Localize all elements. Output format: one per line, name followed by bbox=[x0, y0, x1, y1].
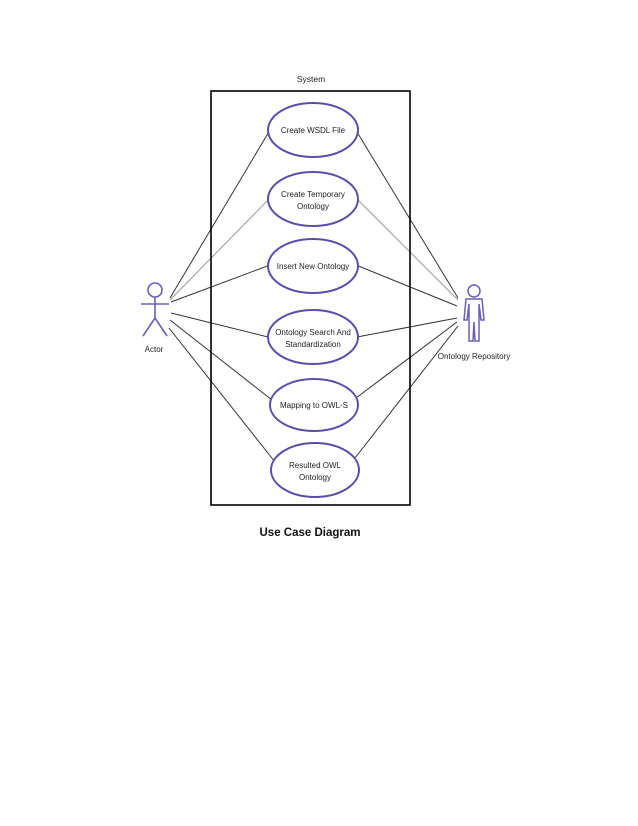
use-case-label-line-1: Ontology Search And bbox=[275, 328, 351, 337]
use-case-ellipse bbox=[270, 442, 360, 498]
association-repo-uc4 bbox=[356, 317, 458, 338]
use-case-ellipse bbox=[267, 102, 359, 158]
use-case-label-line-1: Create Temporary bbox=[281, 190, 345, 199]
ontology-repository-person-icon bbox=[463, 284, 485, 342]
association-repo-uc3 bbox=[355, 264, 458, 307]
use-case-label-line-2: Ontology bbox=[297, 202, 329, 211]
association-actor-uc6 bbox=[168, 327, 276, 463]
association-actor-uc3 bbox=[170, 264, 271, 303]
associations bbox=[168, 129, 459, 463]
diagram-caption: Use Case Diagram bbox=[259, 527, 361, 539]
use-case-ellipse bbox=[267, 238, 359, 294]
association-actor-uc2 bbox=[169, 199, 269, 301]
association-actor-uc4 bbox=[170, 312, 269, 338]
association-repo-uc5 bbox=[355, 321, 458, 399]
use-case-label: Insert New Ontology bbox=[277, 262, 349, 271]
use-cases: Create WSDL File Create Temporary Ontolo… bbox=[267, 102, 360, 498]
association-repo-uc2 bbox=[357, 199, 459, 301]
use-case-label-line-1: Resulted OWL bbox=[289, 461, 342, 470]
use-case-mapping-to-owl-s[interactable]: Mapping to OWL-S bbox=[269, 378, 359, 432]
system-label: System bbox=[297, 74, 325, 84]
use-case-ellipse bbox=[267, 171, 359, 227]
use-case-label-line-2: Ontology bbox=[299, 473, 331, 482]
association-repo-uc6 bbox=[354, 325, 459, 459]
use-case-ontology-search-and-standardization[interactable]: Ontology Search And Standardization bbox=[267, 309, 359, 365]
use-case-label: Create WSDL File bbox=[281, 126, 346, 135]
association-actor-uc5 bbox=[169, 319, 273, 401]
actor-label: Actor bbox=[145, 345, 164, 354]
use-case-insert-new-ontology[interactable]: Insert New Ontology bbox=[267, 238, 359, 294]
use-case-label: Mapping to OWL-S bbox=[280, 401, 348, 410]
actor-stick-figure-icon bbox=[141, 282, 169, 337]
use-case-label-line-2: Standardization bbox=[285, 340, 341, 349]
use-case-resulted-owl-ontology[interactable]: Resulted OWL Ontology bbox=[270, 442, 360, 498]
association-actor-uc1 bbox=[169, 129, 271, 299]
ontology-repository-label: Ontology Repository bbox=[438, 352, 510, 361]
use-case-create-wsdl-file[interactable]: Create WSDL File bbox=[267, 102, 359, 158]
association-repo-uc1 bbox=[356, 131, 459, 299]
use-case-create-temporary-ontology[interactable]: Create Temporary Ontology bbox=[267, 171, 359, 227]
system-boundary bbox=[210, 90, 411, 506]
use-case-ellipse bbox=[267, 309, 359, 365]
use-case-ellipse bbox=[269, 378, 359, 432]
